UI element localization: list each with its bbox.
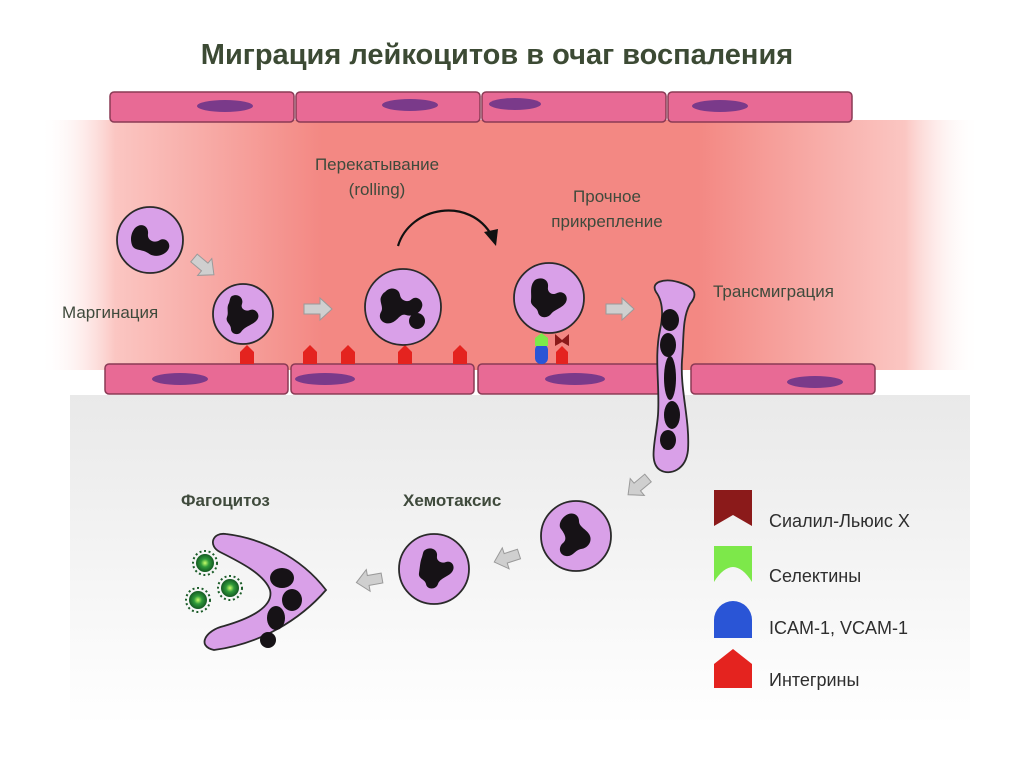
leukocyte-nucleus-lobe: [661, 309, 679, 331]
legend-label: Интегрины: [769, 670, 859, 690]
top-vessel-wall: [110, 92, 852, 122]
leukocyte-nucleus-lobe: [260, 632, 276, 648]
icam-vcam-icon: [714, 601, 752, 638]
icam-vcam-icon: [535, 344, 548, 364]
microbe-icon: [186, 588, 210, 612]
endothelial-nucleus: [692, 100, 748, 112]
leukocyte-nucleus-lobe: [660, 430, 676, 450]
label-adhesion-line2: прикрепление: [551, 212, 662, 231]
leukocyte-marginating: [213, 284, 273, 344]
microbe-icon: [218, 576, 242, 600]
endothelial-nucleus: [295, 373, 355, 385]
endothelial-nucleus: [197, 100, 253, 112]
leukocyte-chemotaxis-1: [541, 501, 611, 571]
leukocyte-nucleus-lobe: [282, 589, 302, 611]
label-rolling-line2: (rolling): [349, 180, 406, 199]
legend-label: Селектины: [769, 566, 861, 586]
legend-label: ICAM-1, VCAM-1: [769, 618, 908, 638]
leukocyte-rolling: [365, 269, 441, 345]
label-adhesion-line1: Прочное: [573, 187, 641, 206]
leukocyte-nucleus-lobe: [409, 313, 425, 329]
microbe-icon: [193, 551, 217, 575]
leukocyte-nucleus-lobe: [664, 356, 676, 400]
leukocyte-nucleus-lobe: [660, 333, 676, 357]
endothelial-nucleus: [489, 98, 541, 110]
leukocyte-adherent: [514, 263, 584, 333]
label-transmigration: Трансмиграция: [713, 282, 834, 301]
label-chemotaxis: Хемотаксис: [403, 491, 501, 510]
leukocyte-nucleus-lobe: [664, 401, 680, 429]
label-phagocytosis: Фагоцитоз: [181, 491, 270, 510]
endothelial-cell: [691, 364, 875, 394]
label-rolling-line1: Перекатывание: [315, 155, 439, 174]
endothelial-nucleus: [382, 99, 438, 111]
label-margination: Маргинация: [62, 303, 158, 322]
endothelial-nucleus: [152, 373, 208, 385]
leukocyte-nucleus-lobe: [267, 606, 285, 630]
leukocyte-free: [117, 207, 183, 273]
leukocyte-chemotaxis-2: [399, 534, 469, 604]
legend-label: Сиалил-Льюис X: [769, 511, 910, 531]
endothelial-nucleus: [545, 373, 605, 385]
leukocyte-nucleus-lobe: [270, 568, 294, 588]
endothelial-nucleus: [787, 376, 843, 388]
bottom-vessel-wall: [105, 364, 875, 394]
page-title: Миграция лейкоцитов в очаг воспаления: [201, 39, 793, 71]
